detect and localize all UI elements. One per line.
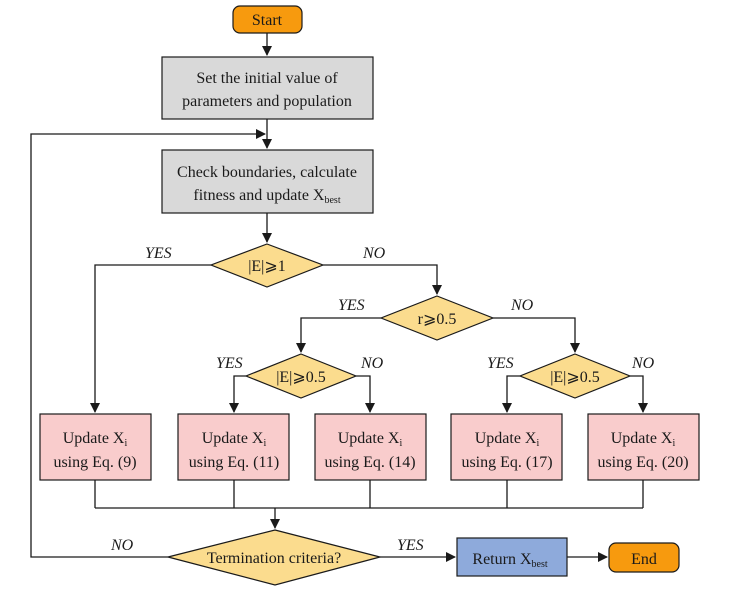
update-label-line2: using Eq. (14) <box>324 454 415 471</box>
update-label-line2: using Eq. (20) <box>597 454 688 471</box>
label-el-no: NO <box>360 355 384 372</box>
decision-e-ge-05-right: |E|⩾0.5 <box>518 353 632 399</box>
check-label-line2: fitness and update Xbest <box>193 187 340 206</box>
init-process: Set the initial value of parameters and … <box>161 56 374 120</box>
label-er-yes: YES <box>487 355 514 372</box>
label-term-no: NO <box>110 537 134 554</box>
check-process: Check boundaries, calculate fitness and … <box>161 149 374 214</box>
label-r-no: NO <box>510 297 534 314</box>
update-label-line1: Update Xi <box>475 430 540 449</box>
update-box-eq17: Update Xi using Eq. (17) <box>450 413 563 481</box>
end-label: End <box>631 551 657 568</box>
edge-el-yes <box>229 375 246 413</box>
check-label-line1: Check boundaries, calculate <box>177 164 357 181</box>
edge-er-no <box>630 375 648 413</box>
return-label: Return Xbest <box>472 551 547 570</box>
update-label-line1: Update Xi <box>611 430 676 449</box>
update-label-line2: using Eq. (9) <box>53 454 136 471</box>
decision-el-label: |E|⩾0.5 <box>276 369 326 386</box>
edge-e1-no <box>323 264 442 295</box>
label-e1-yes: YES <box>145 245 172 262</box>
return-node: Return Xbest <box>456 537 568 577</box>
decision-e-ge-05-left: |E|⩾0.5 <box>244 353 358 399</box>
termination-label: Termination criteria? <box>207 550 341 567</box>
init-label-line1: Set the initial value of <box>196 70 338 87</box>
label-r-yes: YES <box>338 297 365 314</box>
update-label-line1: Update Xi <box>338 430 403 449</box>
decision-e-ge-1: |E|⩾1 <box>209 243 325 288</box>
label-e1-no: NO <box>362 245 386 262</box>
decision-er-label: |E|⩾0.5 <box>550 369 600 386</box>
start-label: Start <box>252 12 283 29</box>
update-label-line1: Update Xi <box>63 430 128 449</box>
edge-er-yes <box>502 375 520 413</box>
edge-term-no-loop <box>30 129 266 558</box>
edge-e1-yes <box>90 264 211 413</box>
end-node: End <box>608 542 680 573</box>
update-box-eq20: Update Xi using Eq. (20) <box>587 413 700 481</box>
decision-r-label: r⩾0.5 <box>418 311 457 328</box>
decision-r-ge-05: r⩾0.5 <box>379 295 495 341</box>
update-box-eq11: Update Xi using Eq. (11) <box>177 413 290 481</box>
edge-r-no <box>493 317 580 353</box>
start-node: Start <box>232 5 303 34</box>
update-label-line2: using Eq. (11) <box>189 454 280 471</box>
edge-r-yes <box>296 317 381 353</box>
update-box-eq14: Update Xi using Eq. (14) <box>314 413 427 481</box>
update-label-line1: Update Xi <box>202 430 267 449</box>
update-label-line2: using Eq. (17) <box>461 454 552 471</box>
label-er-no: NO <box>631 355 655 372</box>
decision-e-ge-1-label: |E|⩾1 <box>248 258 286 275</box>
connectors <box>30 33 648 562</box>
update-box-eq9: Update Xi using Eq. (9) <box>39 413 152 481</box>
edge-el-no <box>356 375 375 413</box>
label-el-yes: YES <box>216 355 243 372</box>
decision-termination: Termination criteria? <box>167 529 383 586</box>
init-label-line2: parameters and population <box>182 93 352 110</box>
label-term-yes: YES <box>397 537 424 554</box>
